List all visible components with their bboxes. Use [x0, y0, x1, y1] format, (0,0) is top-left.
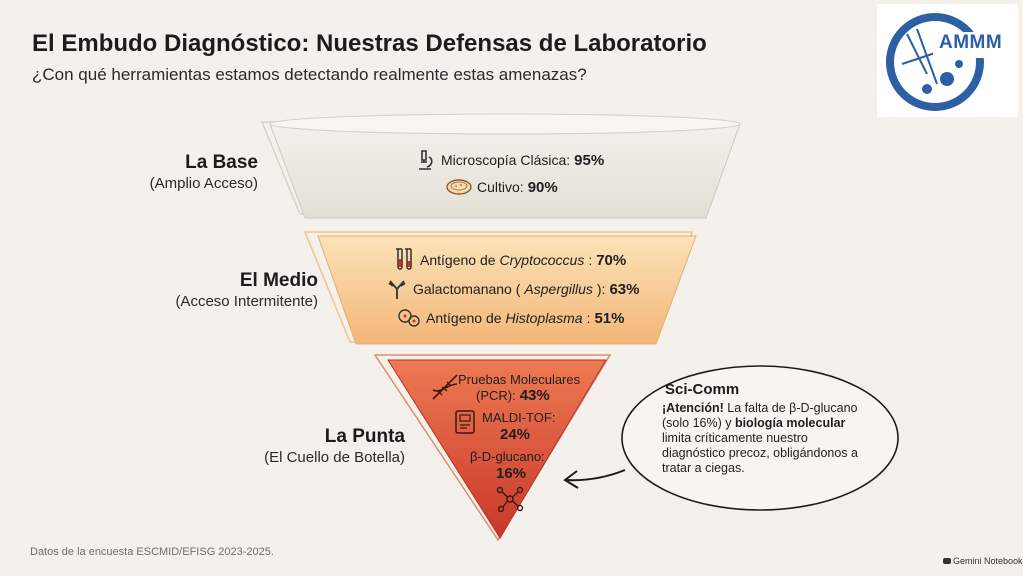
item-label-italic: Aspergillus: [524, 281, 593, 297]
item-label: (PCR):: [476, 388, 516, 403]
item-label-suffix: :: [588, 252, 593, 268]
item-label-italic: Histoplasma: [505, 310, 583, 326]
antibody-icon: [388, 280, 406, 299]
source-footnote: Datos de la encuesta ESCMID/EFISG 2023-2…: [30, 546, 274, 558]
list-item: Antígeno de Cryptococcus: 70%: [392, 247, 626, 273]
list-item: Microscopía Clásica: 95%: [413, 148, 604, 172]
callout-bold-molecular: biología molecular: [734, 416, 846, 430]
callout-arrow: [565, 469, 626, 482]
tip-item-bdg-value: 16%: [496, 465, 527, 482]
page-subtitle: ¿Con qué herramientas estamos detectando…: [32, 65, 587, 84]
molecule-icon: [496, 486, 524, 513]
callout-arrowhead: [563, 470, 579, 489]
item-value: 90%: [527, 178, 558, 196]
item-label-suffix: ):: [596, 281, 606, 297]
level-middle-subtitle: (Acceso Intermitente): [175, 293, 318, 310]
item-label: Antígeno de: [426, 310, 502, 326]
item-value: 43%: [519, 387, 550, 404]
brand-icon: [943, 558, 951, 564]
list-item: Cultivo: 90%: [445, 177, 558, 197]
level-base-title: La Base: [185, 152, 258, 173]
item-label-italic: Cryptococcus: [499, 252, 585, 268]
level-base-subtitle: (Amplio Acceso): [149, 175, 258, 192]
callout-bold-attention: ¡Atención!: [662, 401, 724, 415]
tip-item-maldi-value: 24%: [500, 426, 531, 443]
item-value: 70%: [596, 251, 627, 269]
funnel-rim: [269, 113, 741, 135]
callout-title: Sci-Comm: [665, 381, 740, 398]
item-value: 51%: [594, 309, 625, 327]
item-label: Galactomanano (: [413, 281, 521, 297]
item-label: Antígeno de: [420, 252, 496, 268]
item-label: Cultivo:: [477, 179, 524, 195]
test-tubes-icon: [396, 248, 412, 270]
microscope-icon: [419, 150, 433, 170]
callout-text-2: limita críticamente nuestro diagnóstico …: [662, 431, 858, 475]
logo-text: AMMM: [939, 32, 1003, 53]
tip-item-pcr-line1: Pruebas Moleculares: [458, 372, 581, 387]
petri-dish-icon: [446, 179, 472, 195]
item-label: Microscopía Clásica:: [441, 152, 571, 168]
funnel-middle-section: [317, 235, 697, 345]
level-middle-title: El Medio: [239, 270, 318, 291]
item-value: 63%: [609, 280, 640, 298]
level-tip-subtitle: (El Cuello de Botella): [264, 449, 405, 466]
list-item: (PCR): 43%: [476, 387, 550, 404]
level-tip-title: La Punta: [324, 426, 405, 447]
callout-body: ¡Atención! La falta de β-D-glucano (solo…: [662, 401, 872, 476]
brand-label: Gemini Notebook: [943, 556, 1023, 566]
list-item: Antígeno de Histoplasma: 51%: [396, 306, 624, 330]
ammm-logo: AMMM: [877, 4, 1018, 117]
callout-bubble: [621, 365, 899, 511]
tip-item-maldi-label: MALDI-TOF:: [482, 410, 556, 425]
callout-text-1: La falta de β-D-glucano (solo 16%) y: [662, 401, 858, 430]
brand-text: Gemini Notebook: [953, 556, 1023, 566]
item-value: 95%: [574, 151, 605, 169]
tip-item-bdg-label: β-D-glucano:: [470, 449, 545, 464]
dna-icon: [432, 374, 458, 400]
page-title: El Embudo Diagnóstico: Nuestras Defensas…: [32, 30, 707, 57]
funnel-tip-section: [387, 359, 607, 539]
maldi-instrument-icon: [455, 410, 475, 434]
item-label-suffix: :: [586, 310, 591, 326]
list-item: Galactomanano (Aspergillus): 63%: [385, 277, 639, 301]
cells-icon: [398, 309, 420, 327]
logo-emblem-icon: [886, 13, 1013, 111]
